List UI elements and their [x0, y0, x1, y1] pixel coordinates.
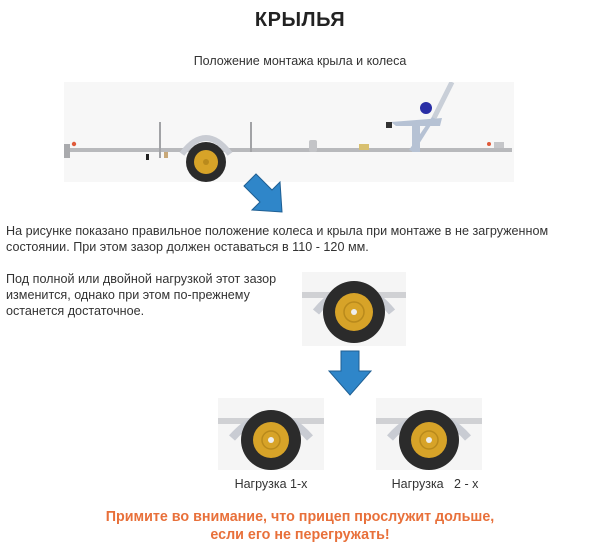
rear-light — [71, 141, 77, 147]
bow-post — [431, 80, 455, 120]
paragraph-line: изменится, однако при этом по-прежнему — [6, 288, 250, 302]
load-paragraph: Под полной или двойной нагрузкой этот за… — [6, 271, 306, 319]
hitch-part — [146, 154, 149, 160]
hub — [203, 159, 209, 165]
bow-stop — [386, 122, 392, 128]
winch-stand-upright — [412, 122, 420, 152]
winch-arm — [391, 118, 442, 126]
warning-line: если его не перегружать! — [210, 527, 390, 543]
winch — [420, 102, 432, 114]
wheel-unloaded-image — [302, 272, 406, 346]
guide-post-right — [250, 122, 252, 152]
front-light — [487, 142, 491, 146]
installation-paragraph: На рисунке показано правильное положение… — [6, 223, 598, 255]
trailer-illustration — [64, 80, 514, 182]
caption-double-load: Нагрузка 2 - х — [391, 477, 479, 491]
paragraph-line: Под полной или двойной нагрузкой этот за… — [6, 272, 277, 286]
guide-post-left — [159, 122, 161, 158]
roller-clamp — [359, 144, 369, 150]
wheel-double-load-image — [376, 398, 482, 470]
clamp — [164, 152, 168, 158]
wheel-single-load-image — [218, 398, 324, 470]
coupler — [494, 142, 504, 148]
page-title: КРЫЛЬЯ — [254, 9, 346, 31]
arrow-down-right-icon — [243, 173, 283, 213]
caption-single-load: Нагрузка 1-х — [234, 477, 308, 491]
paragraph-line: На рисунке показано правильное положение… — [6, 224, 549, 238]
warning-line: Примите во внимание, что прицеп прослужи… — [105, 509, 495, 525]
warning-note: Примите во внимание, что прицеп прослужи… — [0, 508, 600, 544]
boat-trailer-image — [64, 80, 512, 182]
paragraph-line: останется достаточное. — [6, 304, 145, 318]
paragraph-line: состоянии. При этом зазор должен остават… — [6, 240, 369, 254]
section-subtitle: Положение монтажа крыла и колеса — [193, 54, 407, 68]
roller — [309, 140, 317, 152]
frame-beam — [64, 148, 512, 152]
rear-bracket — [64, 144, 70, 158]
arrow-down-icon — [327, 350, 373, 396]
fender — [179, 135, 233, 156]
